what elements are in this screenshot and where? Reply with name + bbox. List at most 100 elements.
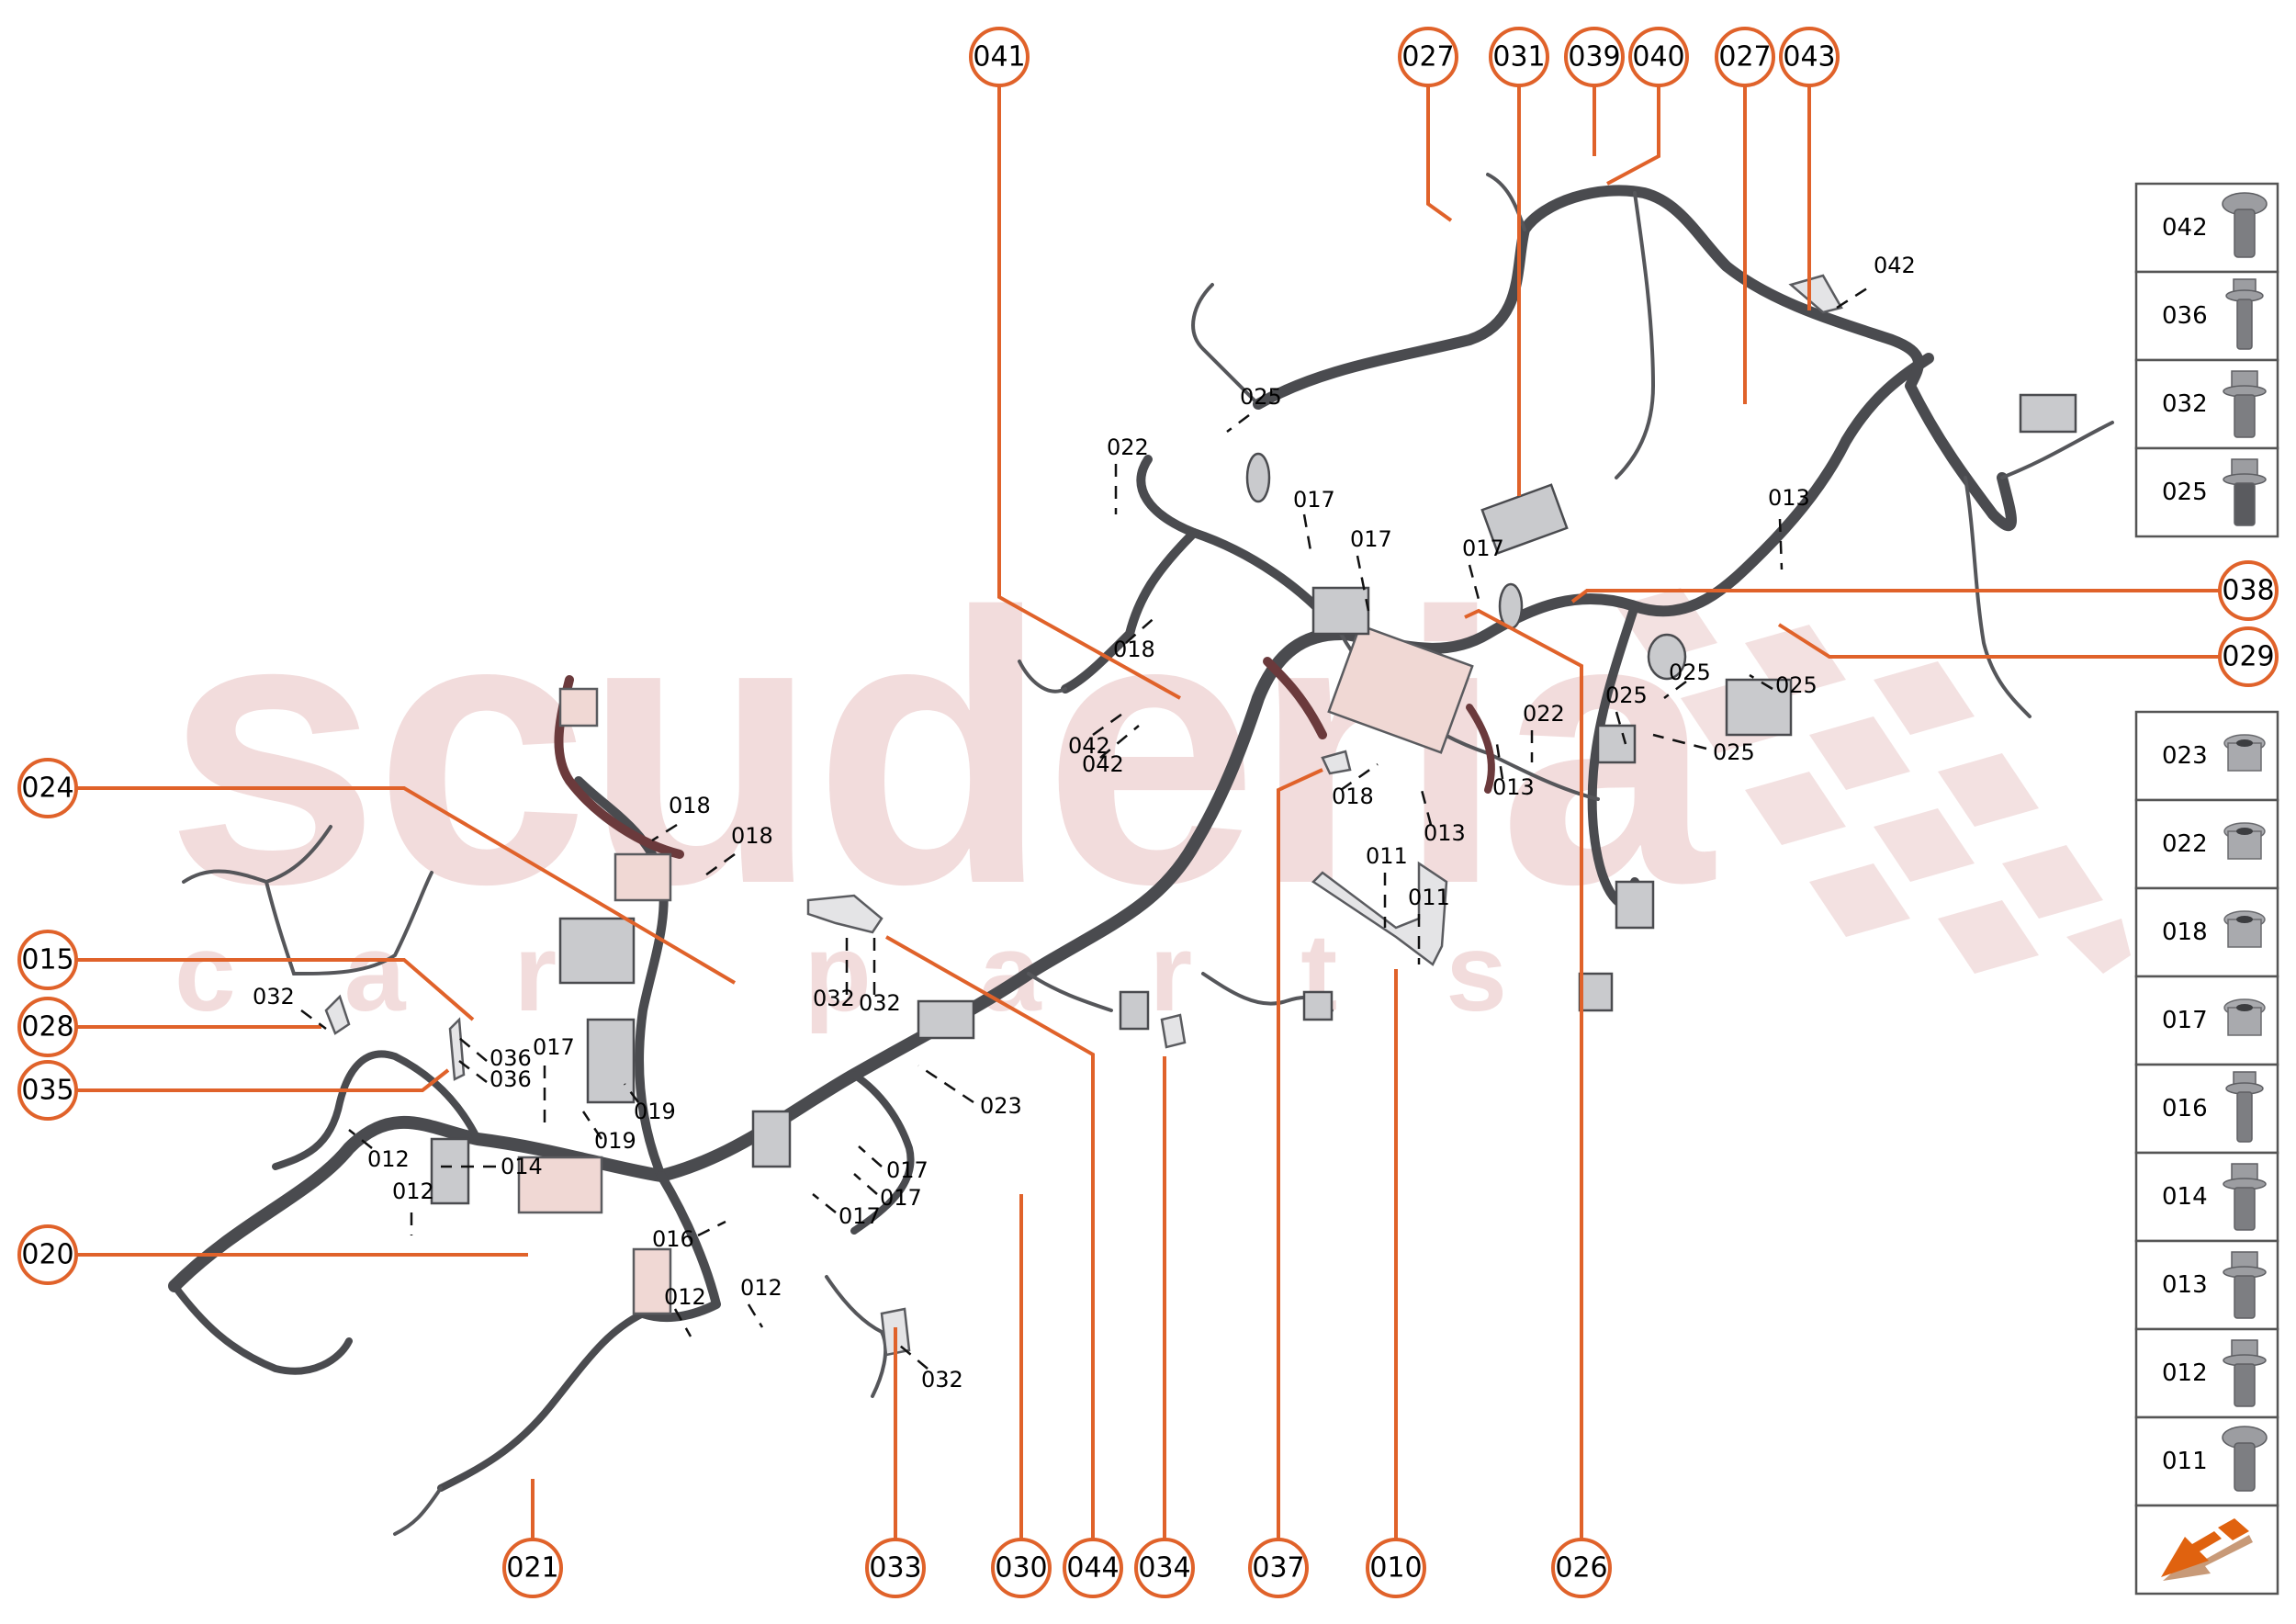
watermark-sub-text: car parts (174, 911, 1615, 1034)
fastener-code: 042 (2162, 214, 2208, 242)
callout-027[interactable]: 027 (1398, 27, 1458, 87)
fastener-cell-012[interactable]: 012 (2134, 1327, 2279, 1419)
callout-033[interactable]: 033 (865, 1538, 926, 1598)
fastener-cell-042[interactable]: 042 (2134, 182, 2279, 274)
callout-044[interactable]: 044 (1063, 1538, 1123, 1598)
part-tag-label: 036 (490, 1066, 532, 1092)
fastener-cell-arrow[interactable] (2134, 1504, 2279, 1596)
part-tag-label: 011 (1366, 843, 1408, 869)
part-tag-012: 012 (348, 1129, 410, 1172)
fastener-cell-013[interactable]: 013 (2134, 1239, 2279, 1331)
callout-010[interactable]: 010 (1366, 1538, 1426, 1598)
dashed-leader (1652, 733, 1707, 750)
part-tag-042: 042 (1836, 253, 1916, 310)
fastener-cell-011[interactable]: 011 (2134, 1415, 2279, 1507)
part-tag-label: 036 (490, 1045, 532, 1071)
callout-circle (2218, 560, 2279, 621)
leader-line (1464, 608, 1583, 1539)
callout-043[interactable]: 043 (1779, 27, 1840, 87)
callout-circle (991, 1538, 1052, 1598)
part-tag-label: 012 (392, 1179, 434, 1204)
callout-029[interactable]: 029 (2218, 626, 2279, 687)
callout-label: 010 (1369, 1552, 1422, 1585)
fastener-cell-036[interactable]: 036 (2134, 270, 2279, 362)
callout-label: 015 (21, 944, 73, 976)
callout-label: 043 (1783, 41, 1835, 73)
part-tag-label: 017 (1293, 487, 1335, 513)
leader-line (1426, 85, 1453, 222)
fastener-cell-025[interactable]: 025 (2134, 446, 2279, 538)
part-tag-label: 012 (740, 1275, 782, 1301)
callout-040[interactable]: 040 (1628, 27, 1689, 87)
part-tag-032: 032 (899, 1345, 963, 1393)
callout-030[interactable]: 030 (991, 1538, 1052, 1598)
part-tag-label: 042 (1082, 751, 1124, 777)
callout-021[interactable]: 021 (502, 1538, 563, 1598)
callout-015[interactable]: 015 (17, 930, 78, 990)
callout-026[interactable]: 026 (1551, 1538, 1612, 1598)
part-tag-017: 017 (533, 1034, 575, 1130)
fastener-cell-box (2134, 1504, 2279, 1596)
part-tag-label: 012 (367, 1146, 410, 1172)
part-tag-label: 013 (1492, 774, 1535, 800)
fastener-code: 025 (2162, 479, 2208, 506)
callout-label: 020 (21, 1239, 73, 1271)
callout-label: 039 (1568, 41, 1620, 73)
part-tag-label: 025 (1669, 660, 1711, 685)
callout-label: 024 (21, 773, 73, 805)
part-tag-label: 018 (669, 793, 711, 818)
harness-artwork (168, 173, 2114, 1536)
callout-circle (969, 27, 1030, 87)
dashed-leader (1226, 414, 1250, 433)
part-tag-019: 019 (581, 1111, 636, 1154)
dashed-leader (458, 1037, 488, 1062)
callout-circle (1564, 27, 1625, 87)
dashed-leader (899, 1345, 929, 1370)
callout-031[interactable]: 031 (1489, 27, 1549, 87)
callout-024[interactable]: 024 (17, 758, 78, 818)
part-tag-label: 018 (731, 823, 773, 849)
callout-038[interactable]: 038 (2218, 560, 2279, 621)
part-tag-017: 017 (1293, 487, 1335, 557)
fastener-cell-018[interactable]: 018 (2134, 886, 2279, 978)
part-tag-032: 032 (253, 984, 327, 1031)
fastener-cell-023[interactable]: 023 (2134, 710, 2279, 802)
part-tag-022: 022 (1107, 434, 1149, 514)
fastener-cell-032[interactable]: 032 (2134, 358, 2279, 450)
part-tag-017: 017 (853, 1173, 922, 1211)
fastener-cell-014[interactable]: 014 (2134, 1151, 2279, 1243)
fastener-cell-022[interactable]: 022 (2134, 798, 2279, 890)
part-tag-018: 018 (702, 823, 773, 879)
fastener-cell-016[interactable]: 016 (2134, 1063, 2279, 1155)
callout-039[interactable]: 039 (1564, 27, 1625, 87)
dashed-leader (917, 1064, 974, 1104)
leader-line (1277, 768, 1323, 1539)
fastener-code: 011 (2162, 1448, 2208, 1475)
callout-035[interactable]: 035 (17, 1060, 78, 1121)
part-tag-025: 025 (1652, 733, 1755, 765)
callout-020[interactable]: 020 (17, 1224, 78, 1285)
dashed-leader (812, 1193, 837, 1213)
leader-line (75, 786, 737, 985)
fastener-cell-017[interactable]: 017 (2134, 975, 2279, 1066)
callout-028[interactable]: 028 (17, 997, 78, 1057)
fastener-cell-box (2134, 886, 2279, 978)
part-tag-025: 025 (1226, 384, 1282, 433)
dashed-leader (1749, 673, 1773, 691)
leader-line (75, 1068, 450, 1092)
dashed-leader (853, 1173, 878, 1195)
callout-041[interactable]: 041 (969, 27, 1030, 87)
part-tag-label: 025 (1605, 682, 1648, 708)
part-tag-012: 012 (664, 1284, 706, 1337)
dashed-leader (581, 1111, 603, 1140)
leader-line (885, 935, 1095, 1539)
callout-circle (17, 1060, 78, 1121)
callout-circle (17, 758, 78, 818)
callout-027[interactable]: 027 (1715, 27, 1775, 87)
callout-label: 041 (973, 41, 1025, 73)
callout-label: 027 (1718, 41, 1771, 73)
callout-034[interactable]: 034 (1134, 1538, 1195, 1598)
callout-037[interactable]: 037 (1248, 1538, 1309, 1598)
part-tag-025: 025 (1749, 672, 1818, 698)
